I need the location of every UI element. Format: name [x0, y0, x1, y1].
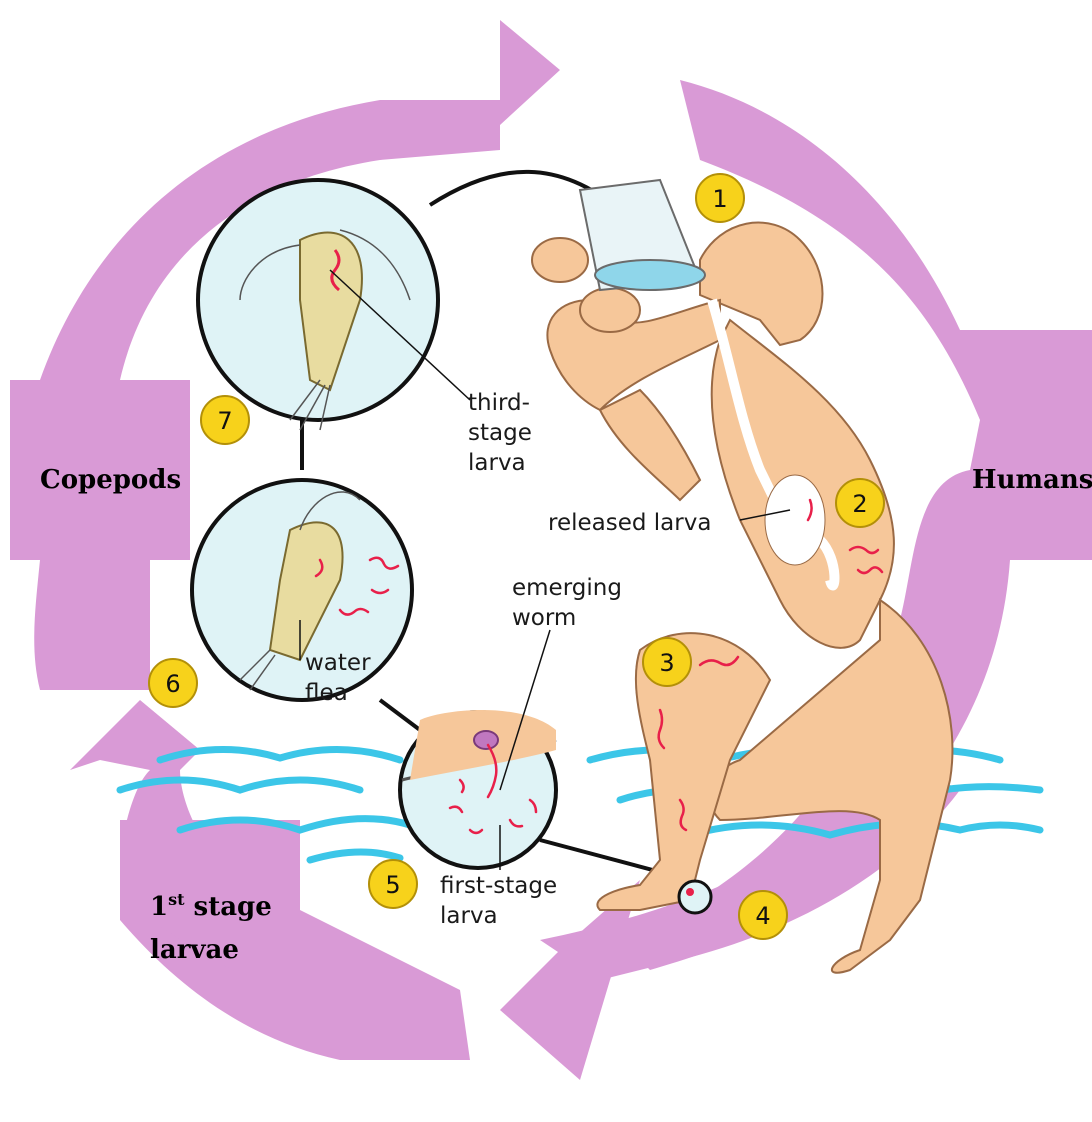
third-stage-label-line2: stage: [468, 420, 532, 446]
third-stage-label-line1: third-: [468, 390, 530, 416]
emerging-worm-lens: [400, 710, 556, 868]
step-badge-7: 7: [201, 396, 249, 444]
cycle-arrows: [10, 20, 1092, 1080]
step-badge-5: 5: [369, 860, 417, 908]
step-number: 4: [755, 902, 770, 930]
water-flea-lens: [192, 480, 412, 700]
step-badge-3: 3: [643, 638, 691, 686]
copepod-lens: [198, 180, 438, 430]
step-badge-6: 6: [149, 659, 197, 707]
step-number: 7: [217, 407, 232, 435]
stomach: [765, 475, 825, 565]
copepods-label: Copepods: [40, 465, 181, 495]
first-stage-larvae-label-line2: larvae: [150, 935, 239, 965]
first-stage-larva-label-line2: larva: [440, 903, 498, 929]
humans-label: Humans: [972, 465, 1092, 495]
foot-lens: [679, 881, 711, 913]
first-stage-larva-label-line1: first-stage: [440, 873, 557, 899]
step-badge-2: 2: [836, 479, 884, 527]
water-flea-label-line1: water: [305, 650, 371, 676]
step-badge-4: 4: [739, 891, 787, 939]
step-number: 2: [852, 490, 867, 518]
copepods-arrow: [10, 380, 190, 690]
step-badge-1: 1: [696, 174, 744, 222]
step-number: 6: [165, 670, 180, 698]
step-number: 5: [385, 871, 400, 899]
step-number: 3: [659, 649, 674, 677]
emerging-worm-label-line1: emerging: [512, 575, 622, 601]
drinking-glass: [580, 180, 705, 290]
emerging-worm-label-line2: worm: [512, 605, 576, 631]
released-larva-label: released larva: [548, 510, 711, 536]
third-stage-label-line3: larva: [468, 450, 526, 476]
water-flea-label-line2: flea: [305, 680, 348, 706]
step-number: 1: [712, 185, 727, 213]
